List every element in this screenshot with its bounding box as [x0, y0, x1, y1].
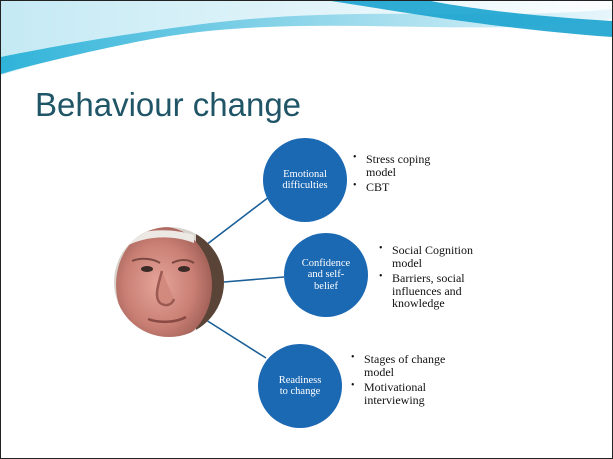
node-readiness-to-change: Readiness to change — [258, 344, 342, 428]
bullet-list-confidence: Social Cognition model Barriers, social … — [379, 244, 539, 313]
header-wave-banner — [1, 1, 612, 79]
bullet-item: Stress coping model — [353, 153, 513, 178]
node-label-line: to change — [279, 386, 321, 397]
node-label-line: Readiness — [278, 374, 322, 386]
elderly-man-portrait — [114, 227, 224, 337]
node-label-line: difficulties — [282, 180, 328, 191]
bullet-list-emotional: Stress coping model CBT — [353, 153, 513, 197]
node-label-line: belief — [314, 280, 338, 292]
bullet-list-readiness: Stages of change model Motivational inte… — [351, 353, 521, 409]
bullet-item: Stages of change model — [351, 353, 521, 378]
bullet-item: Motivational interviewing — [351, 381, 521, 406]
connector-line-readiness — [205, 319, 267, 359]
node-emotional-difficulties: Emotional difficulties — [263, 138, 347, 222]
slide-title: Behaviour change — [35, 86, 302, 123]
bullet-item: Social Cognition model — [379, 244, 539, 269]
connector-line-emotional — [205, 196, 270, 246]
bullet-item: Barriers, social influences and knowledg… — [379, 272, 539, 310]
node-confidence-self-belief: Confidence and self- belief — [284, 233, 368, 317]
bullet-item: CBT — [353, 181, 513, 194]
node-label-line: and self- — [307, 269, 345, 281]
node-label-line: Confidence — [301, 258, 351, 269]
node-label-line: Emotional — [283, 168, 327, 180]
connector-line-confidence — [223, 276, 285, 283]
